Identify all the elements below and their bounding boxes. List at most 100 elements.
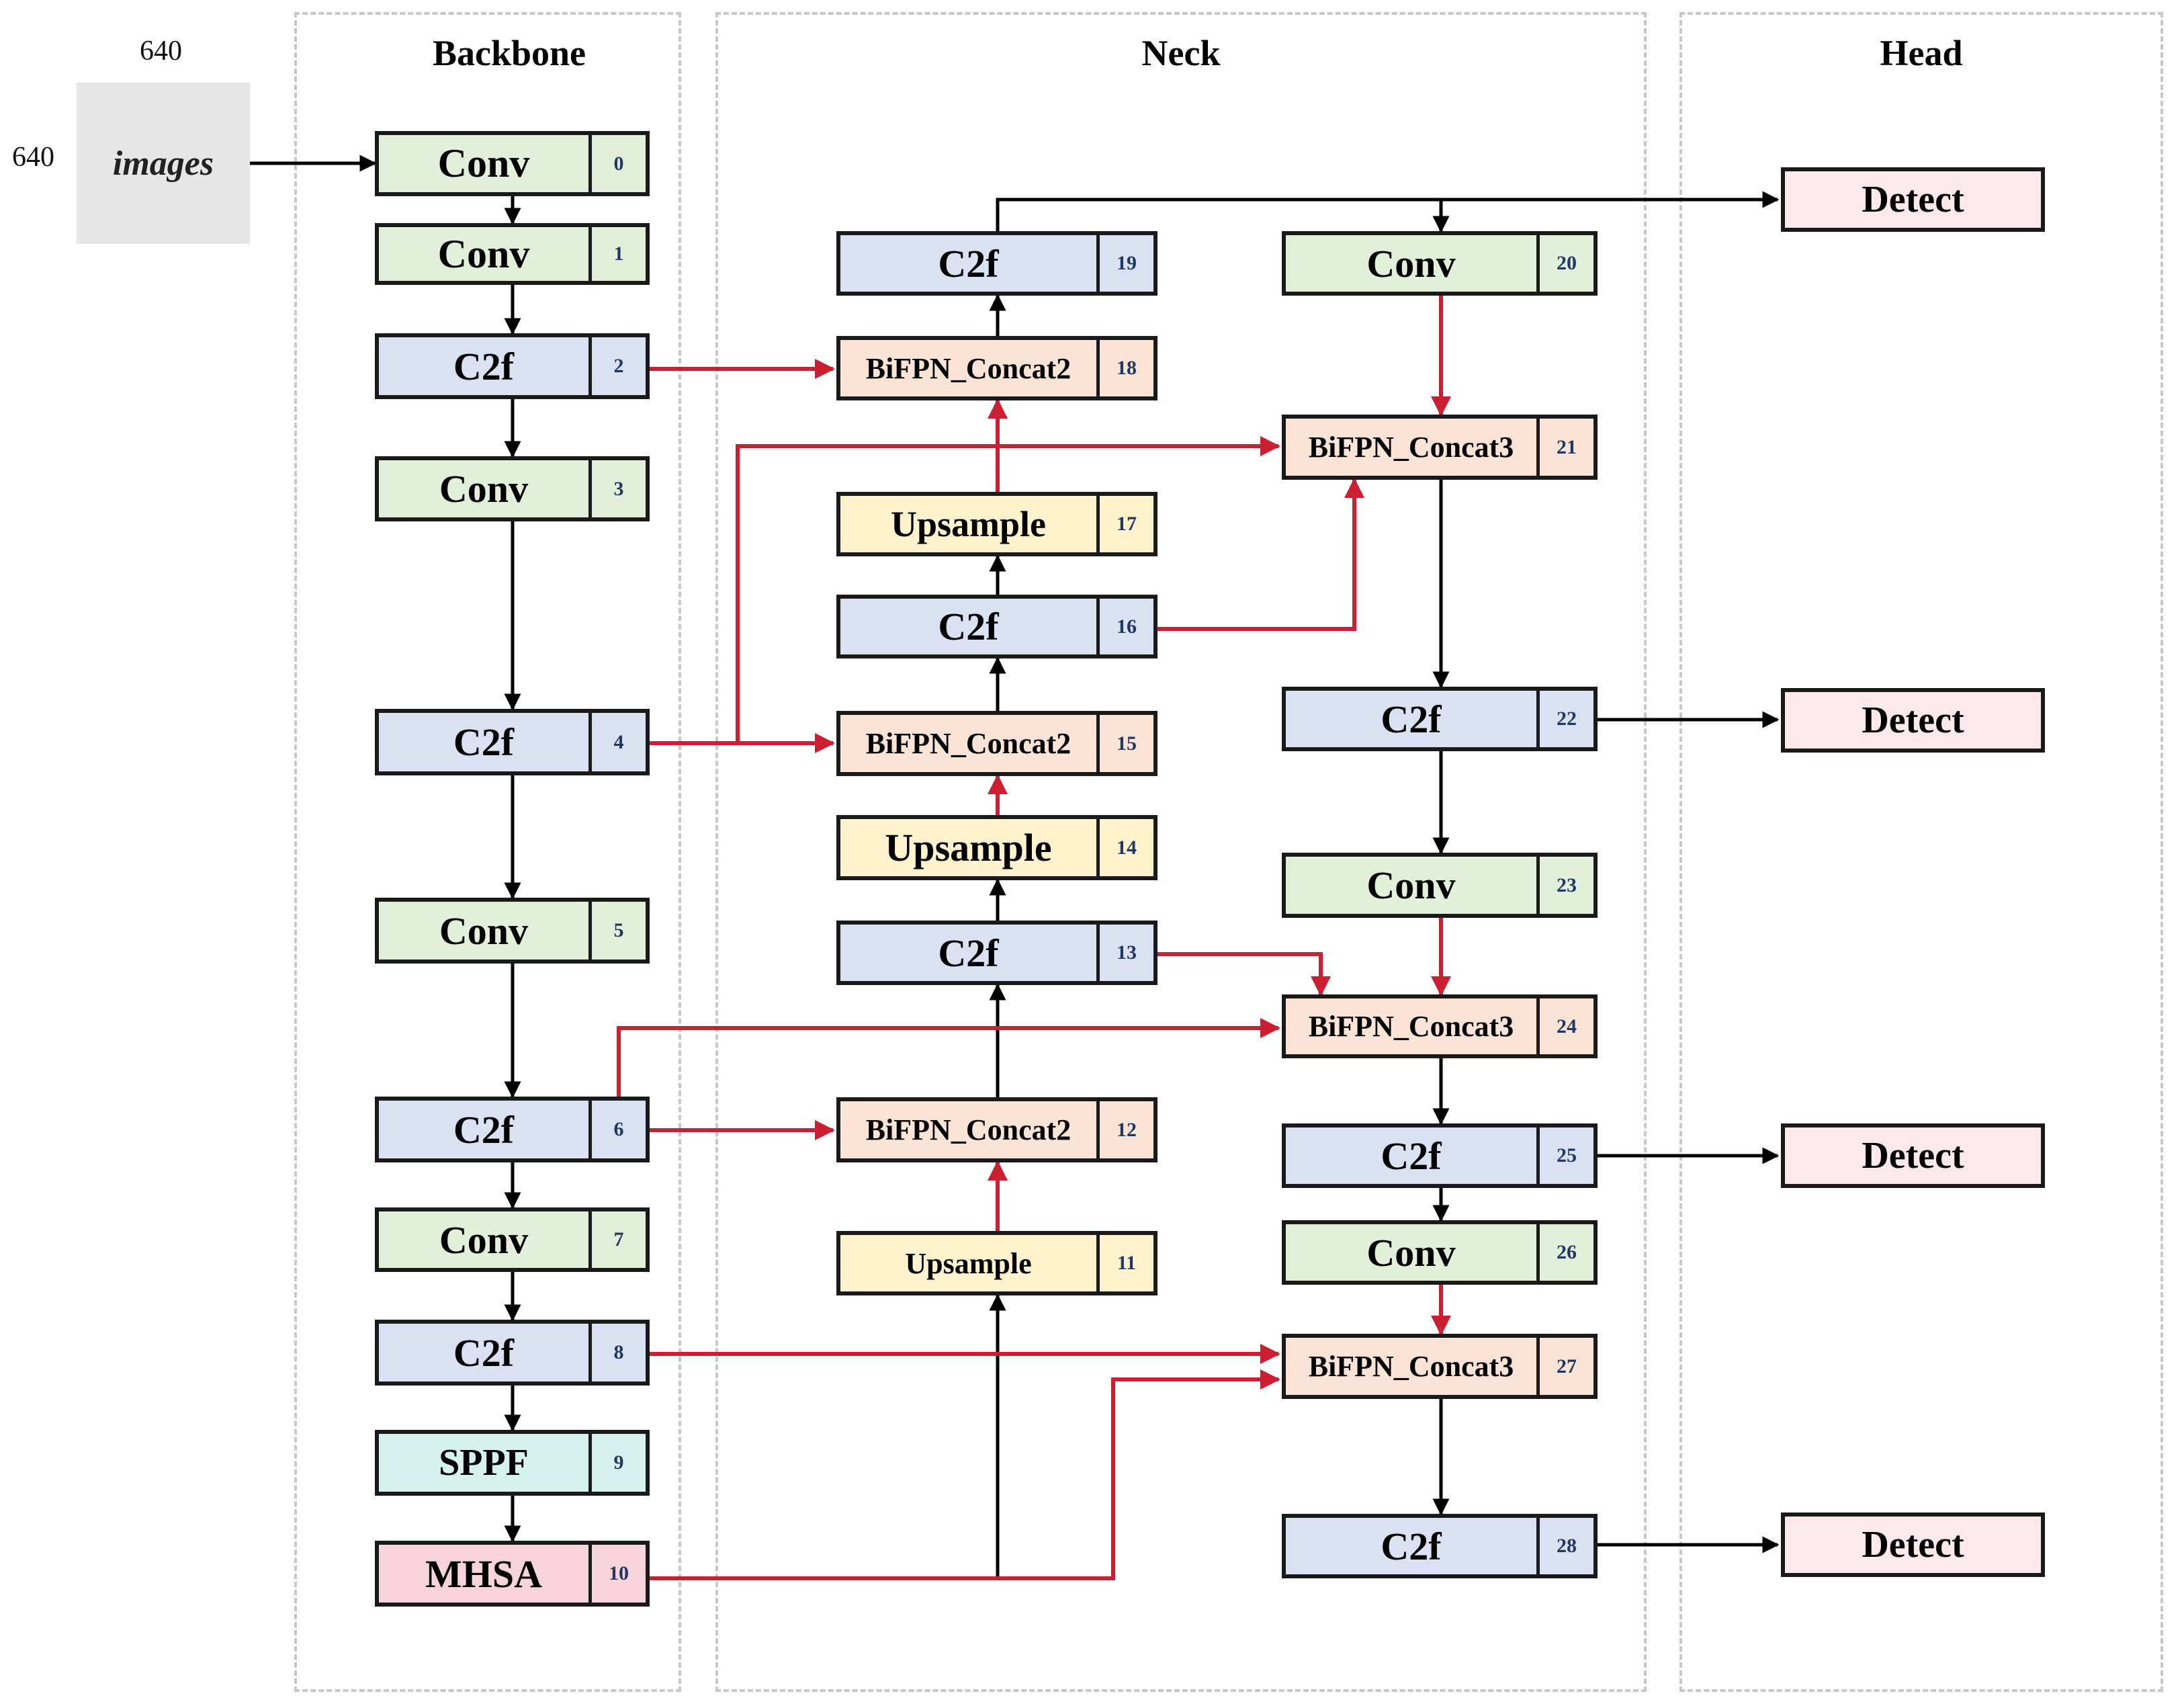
module-index: 15 xyxy=(1100,715,1153,772)
backbone-panel xyxy=(294,12,681,1692)
module-index: 12 xyxy=(1100,1101,1153,1158)
module-index: 1 xyxy=(592,227,646,281)
module-name: Conv xyxy=(1286,235,1540,292)
module-name: C2f xyxy=(379,1101,592,1158)
module-index: 6 xyxy=(592,1101,646,1158)
module-name: C2f xyxy=(840,599,1100,654)
module-name: BiFPN_Concat3 xyxy=(1286,419,1540,476)
module-index: 3 xyxy=(592,460,646,517)
module-index: 23 xyxy=(1540,857,1593,914)
red-10-to-27 xyxy=(648,1369,1280,1580)
module-name: Upsample xyxy=(840,819,1100,876)
module-index: 8 xyxy=(592,1324,646,1381)
detect-head-1: Detect xyxy=(1781,167,2045,232)
module-index: 24 xyxy=(1540,998,1593,1054)
module-name: SPPF xyxy=(379,1434,592,1492)
module-name: C2f xyxy=(379,1324,592,1381)
module-name: BiFPN_Concat3 xyxy=(1286,1338,1540,1395)
module-index: 0 xyxy=(592,135,646,192)
module-name: BiFPN_Concat2 xyxy=(840,340,1100,396)
module-name: Conv xyxy=(379,135,592,192)
backbone-title: Backbone xyxy=(432,33,586,73)
module-name: C2f xyxy=(1286,1127,1540,1184)
module-name: Upsample xyxy=(840,496,1100,552)
module-name: BiFPN_Concat3 xyxy=(1286,998,1540,1054)
module-index: 21 xyxy=(1540,419,1593,476)
module-name: C2f xyxy=(1286,691,1540,747)
arrow-19-20-and-detect xyxy=(996,198,1777,231)
red-4-to-21 xyxy=(736,436,1280,743)
module-name: Conv xyxy=(379,1211,592,1268)
module-index: 18 xyxy=(1100,340,1153,396)
detect-head-2: Detect xyxy=(1781,688,2045,753)
module-index: 17 xyxy=(1100,496,1153,552)
module-index: 28 xyxy=(1540,1518,1593,1574)
module-name: Conv xyxy=(1286,857,1540,914)
module-index: 14 xyxy=(1100,819,1153,876)
neck-title: Neck xyxy=(1141,33,1221,73)
module-index: 7 xyxy=(592,1211,646,1268)
module-name: Conv xyxy=(379,902,592,960)
module-index: 19 xyxy=(1100,235,1153,292)
module-index: 25 xyxy=(1540,1127,1593,1184)
red-16-to-21 xyxy=(1155,478,1364,631)
red-13-to-24 xyxy=(1155,952,1331,996)
head-title: Head xyxy=(1880,33,1963,73)
module-index: 5 xyxy=(592,902,646,960)
input-images-box: images xyxy=(77,83,250,244)
module-name: C2f xyxy=(840,235,1100,292)
head-panel xyxy=(1679,12,2163,1692)
module-name: C2f xyxy=(379,337,592,395)
neck-panel xyxy=(715,12,1647,1692)
input-width-label: 640 xyxy=(140,36,182,67)
module-name: C2f xyxy=(379,713,592,771)
module-index: 13 xyxy=(1100,925,1153,981)
module-index: 26 xyxy=(1540,1224,1593,1281)
detect-head-4: Detect xyxy=(1781,1513,2045,1577)
module-name: Conv xyxy=(379,460,592,517)
module-index: 16 xyxy=(1100,599,1153,654)
module-name: Conv xyxy=(379,227,592,281)
module-index: 2 xyxy=(592,337,646,395)
detect-head-3: Detect xyxy=(1781,1123,2045,1188)
module-name: Conv xyxy=(1286,1224,1540,1281)
red-6-to-24 xyxy=(617,1018,1280,1097)
module-name: BiFPN_Concat2 xyxy=(840,715,1100,772)
module-index: 27 xyxy=(1540,1338,1593,1395)
module-name: MHSA xyxy=(379,1545,592,1603)
module-name: C2f xyxy=(1286,1518,1540,1574)
module-index: 11 xyxy=(1100,1235,1153,1291)
module-index: 4 xyxy=(592,713,646,771)
module-name: BiFPN_Concat2 xyxy=(840,1101,1100,1158)
module-index: 20 xyxy=(1540,235,1593,292)
